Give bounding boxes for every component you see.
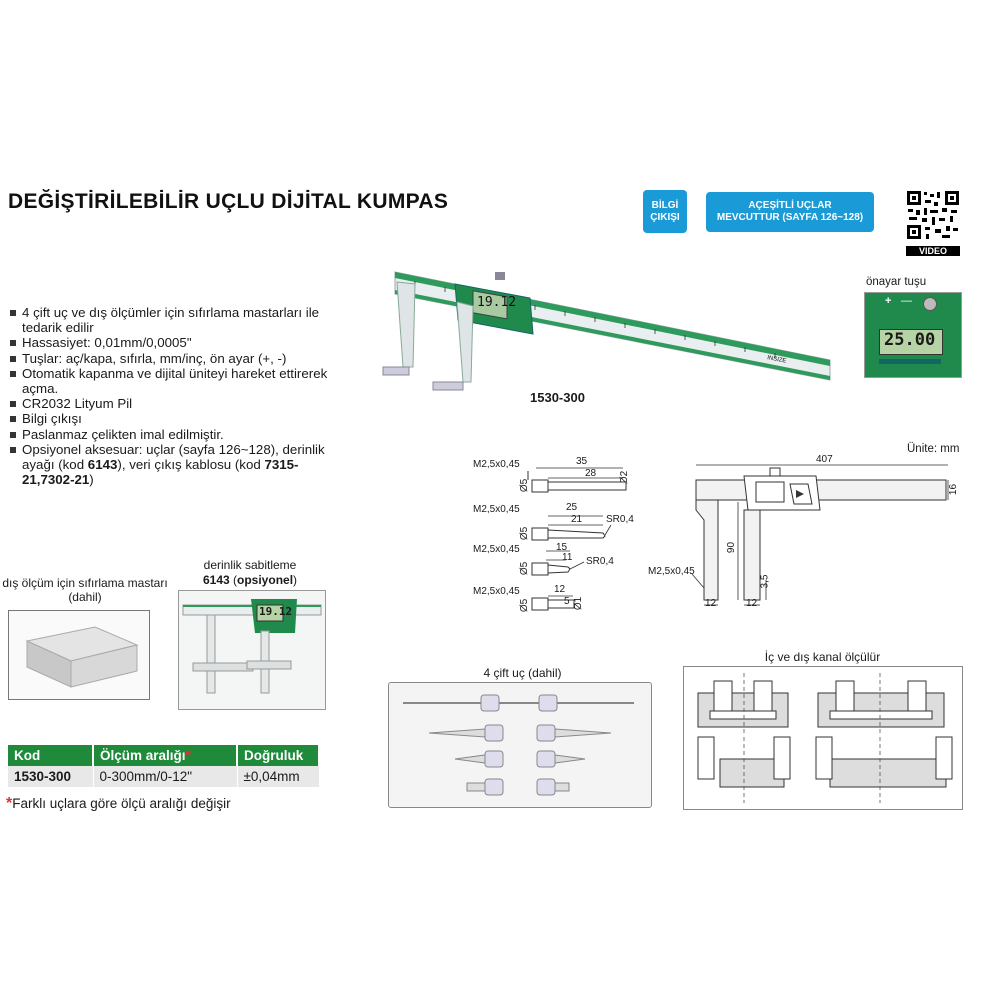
overall-length-label: 407 [816, 454, 833, 465]
groove-box [683, 666, 963, 810]
asterisk-mark: * [6, 795, 13, 812]
depth-base-code-line: 6143 (opsiyonel) [202, 573, 298, 587]
spec-table: Kod Ölçüm aralığı* Doğruluk 1530-300 0-3… [8, 745, 320, 787]
cell-code: 1530-300 [8, 766, 94, 787]
feature-text: ), veri çıkış kablosu (kod [117, 457, 265, 473]
tip-length-label: 12 [554, 584, 566, 595]
tip-diameter-label: Ø1 [573, 596, 585, 611]
tip-length-label: 25 [566, 502, 578, 513]
col-header-range: Ölçüm aralığı* [93, 745, 238, 766]
preset-button-icon [923, 297, 937, 311]
beam-height-label: 16 [948, 483, 960, 496]
qr-code[interactable]: VIDEO [906, 190, 960, 256]
cell-range: 0-300mm/0-12" [93, 766, 238, 787]
caliper-dimension-drawing: 407 16 90 3,5 12 12 M2,5x0,45 [648, 450, 968, 615]
col-header-code: Kod [8, 745, 94, 766]
groove-box-caption: İç ve dış kanal ölçülür [764, 650, 881, 664]
tip-length-label: 5 [564, 596, 570, 607]
badge-line-1: BİLGİ [651, 199, 679, 211]
preset-key-inset: + — 25.00 [864, 292, 962, 378]
tip-radius-label: SR0,4 [586, 556, 614, 567]
tip-length-label: 35 [576, 456, 588, 467]
page-title: DEĞİŞTİRİLEBİLİR UÇLU DİJİTAL KUMPAS [8, 190, 449, 213]
model-number: 1530-300 [530, 390, 585, 405]
badge-line-2: MEVCUTTUR (SAYFA 126~128) [716, 212, 864, 223]
plus-label: + [885, 295, 892, 307]
button-row-icon [879, 359, 941, 364]
tip-length-label: 15 [556, 542, 568, 553]
preset-key-label: önayar tuşu [866, 276, 927, 288]
unit-note: Ünite: mm [907, 443, 960, 455]
depth-base-caption: derinlik sabitleme [203, 558, 297, 572]
col-header-accuracy: Doğruluk [237, 745, 320, 766]
badge-line-1: AÇEŞİTLİ UÇLAR [748, 200, 832, 211]
tip-shank-label: Ø5 [519, 526, 531, 541]
data-output-badge: BİLGİ ÇIKIŞI [643, 190, 687, 233]
various-tips-badge: AÇEŞİTLİ UÇLAR MEVCUTTUR (SAYFA 126~128) [706, 192, 874, 232]
feature-text: Opsiyonel aksesuar: uçlar (sayfa 126~128… [22, 441, 325, 473]
caliper-display: 19.12 [477, 295, 516, 310]
tip-thread-label: M2,5x0,45 [473, 459, 520, 470]
feature-item: Bilgi çıkışı [8, 411, 338, 426]
tip-length-label: 28 [585, 468, 597, 479]
tip-radius-label: SR0,4 [606, 514, 634, 525]
tip-dimension-drawings: M2,5x0,45 35 28 Ø2 Ø5 M2,5x0,45 25 21 SR… [448, 456, 648, 628]
table-header-row: Kod Ölçüm aralığı* Doğruluk [8, 745, 320, 766]
brand-mark: INSIZE [767, 355, 787, 365]
feature-item: 4 çift uç ve dış ölçümler için sıfırlama… [8, 305, 338, 335]
jaw-width-label: 12 [746, 598, 758, 609]
feature-item: CR2032 Lityum Pil [8, 396, 338, 411]
tip-shank-label: Ø5 [519, 598, 531, 613]
depth-base-code: 6143 [87, 457, 118, 473]
preset-display-value: 25.00 [884, 330, 936, 350]
feature-text: ) [89, 472, 94, 488]
qr-icon [906, 190, 960, 240]
setting-master-image [8, 610, 150, 700]
tip-length-label: 21 [571, 514, 583, 525]
tip-offset-label: 3,5 [759, 574, 771, 589]
optional-label: opsiyonel [237, 573, 294, 587]
footnote: *Farklı uçlara göre ölçü aralığı değişir [6, 795, 231, 813]
preset-display: 25.00 [879, 329, 943, 355]
asterisk-mark: * [185, 748, 191, 763]
badge-line-2: ÇIKIŞI [650, 211, 680, 223]
depth-base-image: 19.12 [178, 590, 326, 710]
footnote-text: Farklı uçlara göre ölçü aralığı değişir [12, 796, 231, 811]
depth-base-code: 6143 [202, 573, 230, 587]
tip-thread-label: M2,5x0,45 [473, 504, 520, 515]
feature-list: 4 çift uç ve dış ölçümler için sıfırlama… [8, 305, 338, 487]
table-row: 1530-300 0-300mm/0-12" ±0,04mm [8, 766, 320, 787]
tip-thread-label: M2,5x0,45 [473, 544, 520, 555]
video-label: VIDEO [906, 246, 960, 256]
jaw-width-label: 12 [705, 598, 717, 609]
range-header-text: Ölçüm aralığı [100, 748, 186, 763]
cell-accuracy: ±0,04mm [237, 766, 320, 787]
feature-item-accessories: Opsiyonel aksesuar: uçlar (sayfa 126~128… [8, 442, 338, 488]
tips-box-caption: 4 çift uç (dahil) [483, 666, 562, 680]
feature-item: Tuşlar: aç/kapa, sıfırla, mm/inç, ön aya… [8, 351, 338, 366]
feature-item: Paslanmaz çelikten imal edilmiştir. [8, 427, 338, 442]
caliper-product-image: 19.12 INSIZE [382, 271, 831, 391]
cable-code: 7315-21,7302-21 [22, 457, 299, 488]
tips-box [388, 682, 652, 808]
jaw-length-label: 90 [726, 541, 738, 554]
setting-master-caption: dış ölçüm için sıfırlama mastarı (dahil) [2, 576, 168, 604]
tip-length-label: 11 [562, 552, 573, 563]
tip-shank-label: Ø5 [519, 561, 531, 576]
feature-item: Otomatik kapanma ve dijital üniteyi hare… [8, 366, 338, 396]
tip-thread-label: M2,5x0,45 [473, 586, 520, 597]
feature-item: Hassasiyet: 0,01mm/0,0005" [8, 335, 338, 350]
thread-label: M2,5x0,45 [648, 566, 695, 577]
depth-display: 19.12 [259, 605, 293, 618]
minus-label: — [901, 295, 912, 307]
